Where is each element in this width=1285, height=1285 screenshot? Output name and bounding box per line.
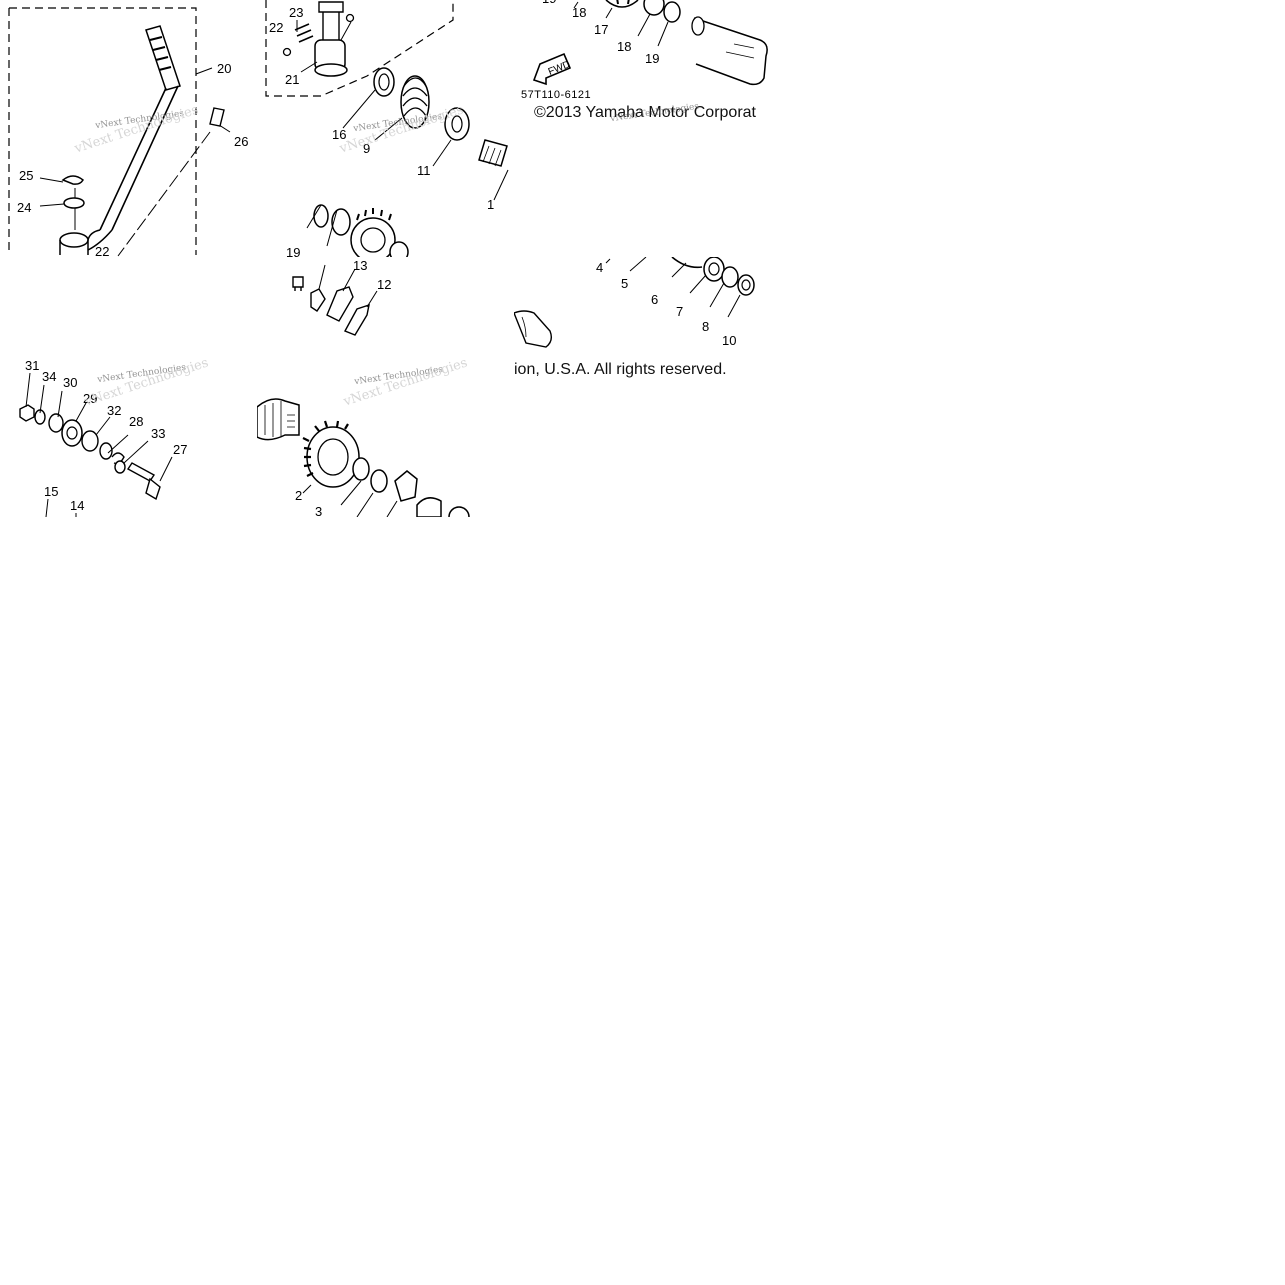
idle-gear-drawing (532, 0, 768, 86)
stopper-drawing (292, 264, 378, 336)
callout-19-clip: 19 (542, 0, 556, 5)
callout-34: 34 (42, 369, 57, 384)
tile-kick-boss: 23 22 21 16 9 11 1 19 vNext Technologies… (257, 0, 514, 257)
callout-23: 23 (289, 5, 304, 20)
callout-6: 6 (651, 292, 659, 307)
callout-11: 11 (417, 163, 431, 178)
tile-copyright-top: 19 18 17 18 19 FWD 57T110-6121 ©2013 Yam… (514, 0, 771, 257)
callout-19-partial: 19 (286, 245, 301, 257)
callout-20: 20 (217, 61, 232, 76)
drawing-code: 57T110-6121 (521, 89, 592, 101)
callout-1: 1 (487, 197, 495, 212)
callout-22: 22 (269, 20, 284, 35)
callout-28: 28 (129, 414, 144, 429)
callout-31: 31 (25, 358, 40, 373)
callout-7: 7 (676, 304, 684, 319)
tile-idle-shaft: 31 34 30 29 32 28 33 27 15 14 vNext Tech… (0, 357, 257, 517)
callout-18-right: 18 (617, 39, 632, 54)
callout-25: 25 (19, 168, 34, 183)
callout-16: 16 (332, 127, 347, 142)
callout-10: 10 (722, 333, 737, 348)
callout-17: 17 (594, 22, 609, 37)
callout-15: 15 (44, 484, 59, 499)
callout-4: 4 (596, 260, 604, 275)
callout-22-lever: 22 (95, 244, 110, 257)
callout-29: 29 (83, 391, 98, 406)
callout-13: 13 (353, 258, 368, 273)
callout-2: 2 (295, 488, 303, 503)
callout-3: 3 (315, 504, 323, 517)
copyright-line-2: ion, U.S.A. All rights reserved. (514, 361, 727, 378)
callout-18-left: 18 (572, 5, 587, 20)
tile-kick-gear: 2 3 vNext Technologies vNext Technologie… (257, 357, 514, 517)
callout-19: 19 (645, 51, 660, 66)
idle-shaft-drawing (19, 372, 173, 517)
callout-32: 32 (107, 403, 122, 418)
callout-8: 8 (702, 319, 710, 334)
callout-26: 26 (234, 134, 249, 149)
shaft-drawing (514, 257, 755, 348)
callout-24: 24 (17, 200, 32, 215)
callout-21: 21 (285, 72, 300, 87)
copyright-line-1: ©2013 Yamaha Motor Corporat (534, 104, 756, 121)
callout-5: 5 (621, 276, 629, 291)
callout-33: 33 (151, 426, 166, 441)
tile-copyright-bottom: 4 5 6 7 8 10 ion, U.S.A. All rights rese… (514, 257, 771, 385)
tile-kick-lever: 20 26 25 24 22 vNext Technologies vNext … (0, 0, 257, 257)
kick-boss-drawing (265, 0, 509, 257)
kick-gear-drawing (257, 398, 470, 517)
callout-14: 14 (70, 498, 85, 513)
tile-stopper: 13 12 (257, 257, 514, 357)
kick-lever-drawing (8, 7, 231, 257)
callout-12: 12 (377, 277, 392, 292)
callout-9: 9 (363, 141, 371, 156)
callout-30: 30 (63, 375, 78, 390)
callout-27: 27 (173, 442, 188, 457)
